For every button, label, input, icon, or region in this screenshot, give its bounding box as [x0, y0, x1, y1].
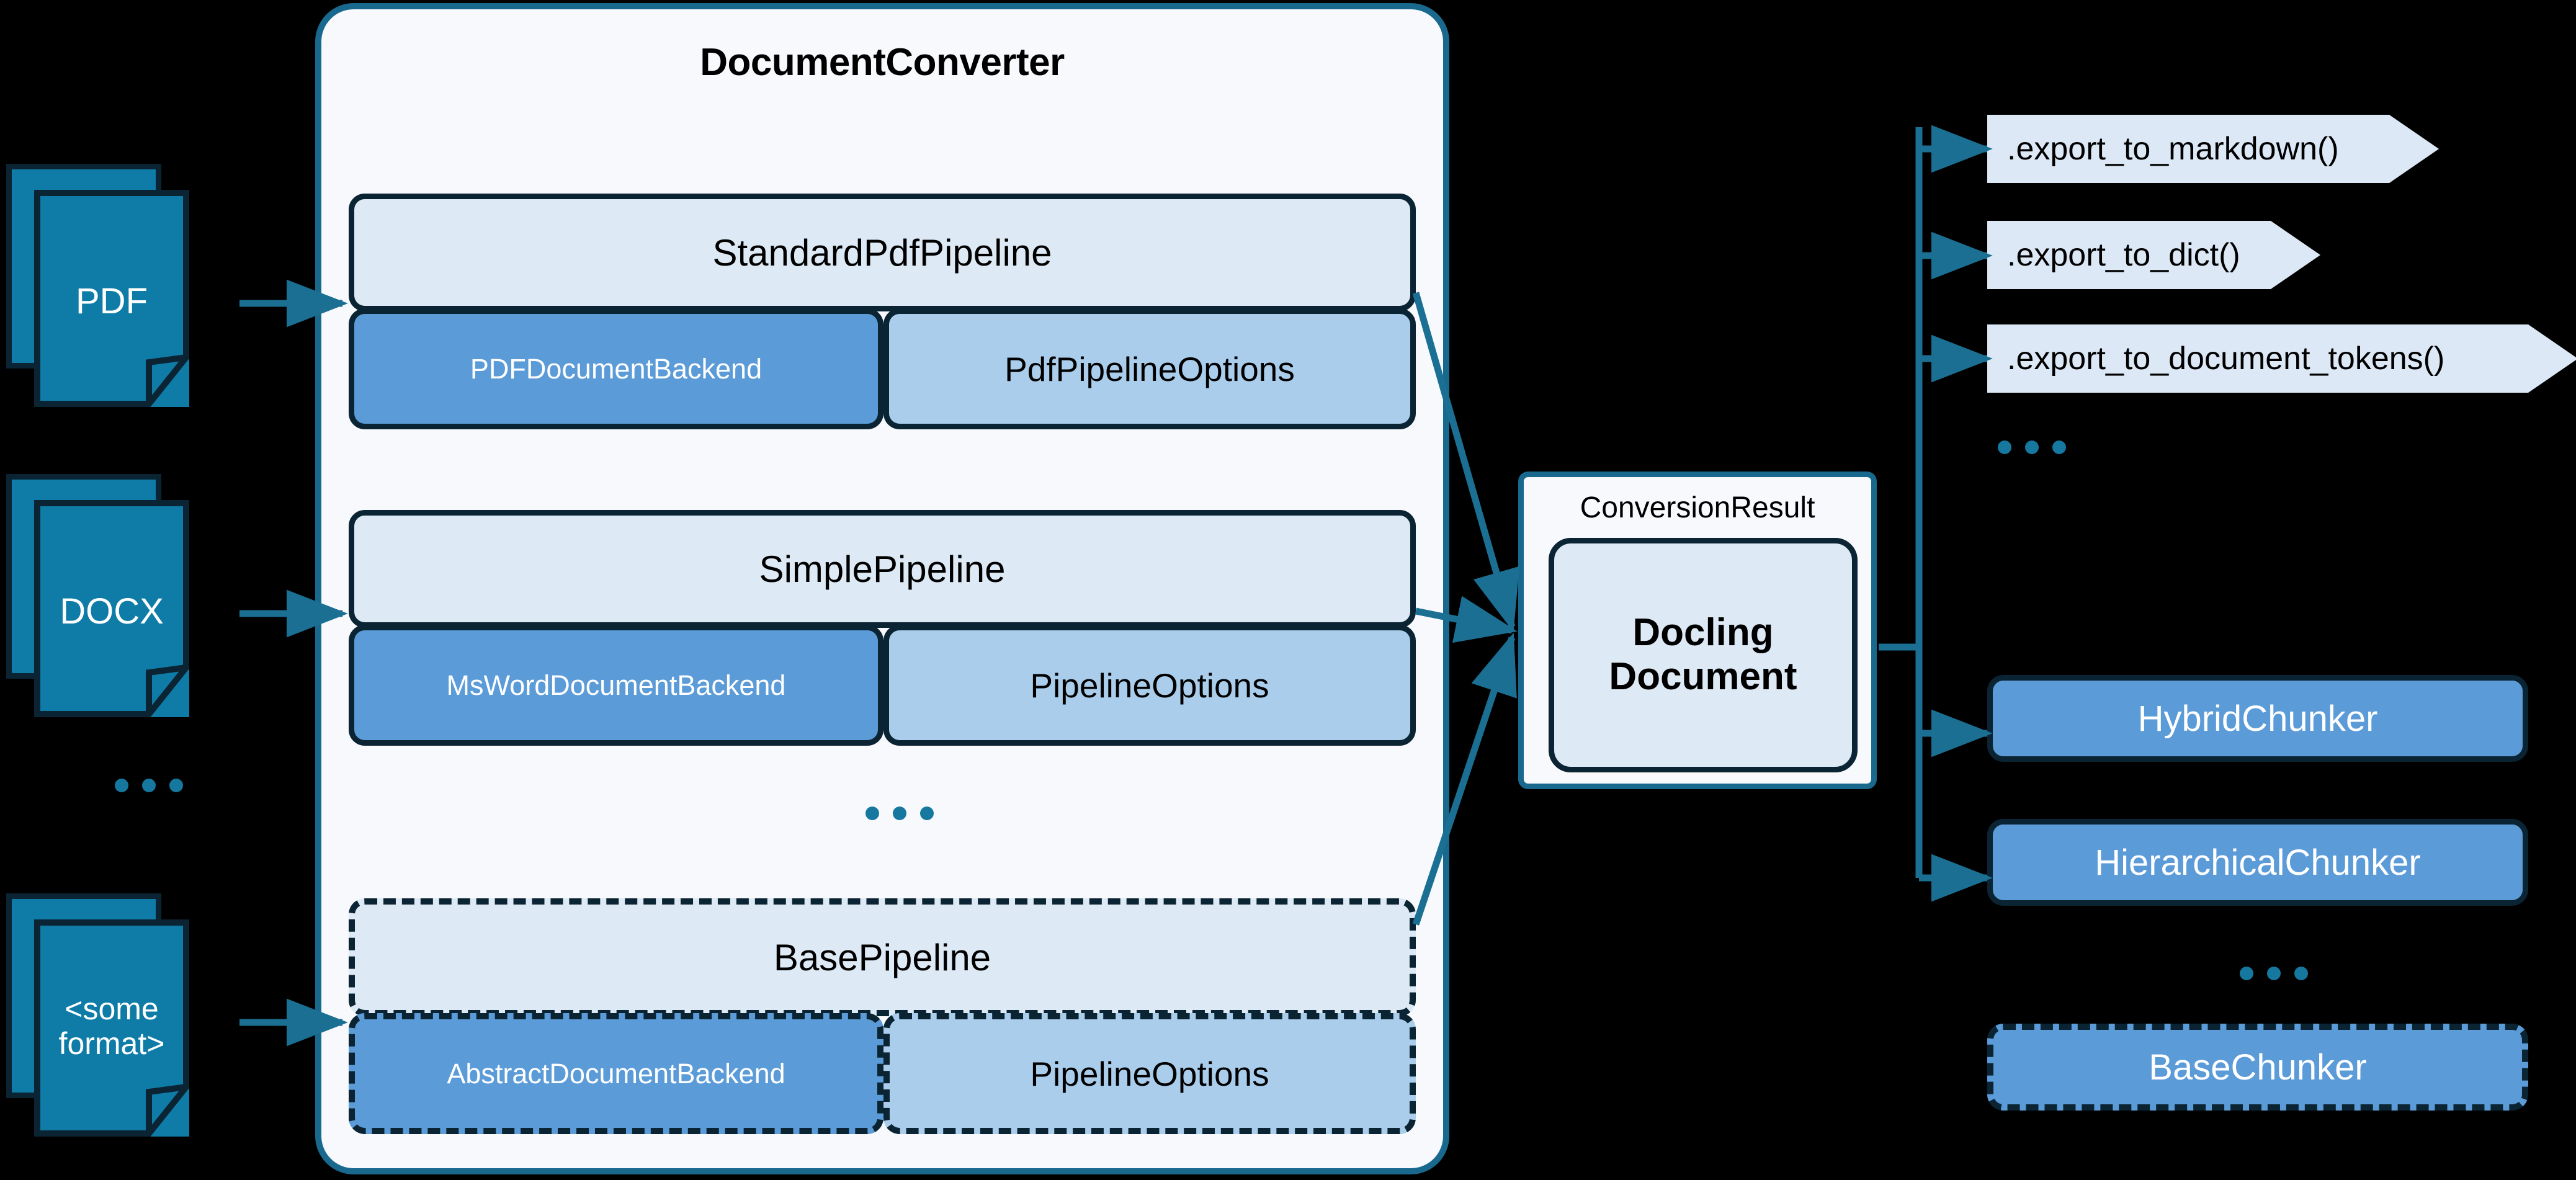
source-icon-pdf: PDF	[6, 164, 242, 412]
pipeline-simple: SimplePipeline MsWordDocumentBackend Pip…	[349, 510, 1416, 746]
source-icon-some-format: <some format>	[6, 893, 242, 1142]
conversion-result-label: ConversionResult	[1580, 491, 1815, 524]
export-to-markdown-chevron[interactable]: .export_to_markdown()	[1987, 115, 2439, 183]
some-format-label: <some format>	[58, 991, 165, 1061]
base-pipeline-members: AbstractDocumentBackend PipelineOptions	[349, 1013, 1416, 1134]
export-ellipsis	[1998, 440, 2066, 454]
base-chunker-box[interactable]: BaseChunker	[1987, 1024, 2528, 1111]
chunker-ellipsis	[2240, 967, 2308, 980]
pdf-document-backend[interactable]: PDFDocumentBackend	[349, 308, 883, 429]
conversion-result-box: ConversionResult Docling Document	[1518, 472, 1877, 789]
export-to-document-tokens-chevron[interactable]: .export_to_document_tokens()	[1987, 324, 2576, 393]
docling-document-box[interactable]: Docling Document	[1549, 538, 1858, 772]
pdf-label: PDF	[76, 281, 148, 321]
pdf-front-sheet	[34, 190, 189, 407]
docx-label: DOCX	[60, 591, 164, 632]
pdf-pipeline-options[interactable]: PdfPipelineOptions	[883, 308, 1416, 429]
base-pipeline-options[interactable]: PipelineOptions	[883, 1013, 1416, 1134]
page-title: DocumentConverter	[700, 41, 1065, 84]
source-icon-docx: DOCX	[6, 474, 242, 722]
abstract-document-backend[interactable]: AbstractDocumentBackend	[349, 1013, 883, 1134]
hybrid-chunker-box[interactable]: HybridChunker	[1987, 675, 2528, 762]
simple-pipeline-options[interactable]: PipelineOptions	[883, 625, 1416, 746]
standard-pdf-pipeline-members: PDFDocumentBackend PdfPipelineOptions	[349, 308, 1416, 429]
pipeline-base: BasePipeline AbstractDocumentBackend Pip…	[349, 898, 1416, 1134]
pipeline-standard-pdf: StandardPdfPipeline PDFDocumentBackend P…	[349, 194, 1416, 429]
format-front-sheet	[34, 919, 189, 1137]
hierarchical-chunker-box[interactable]: HierarchicalChunker	[1987, 819, 2528, 906]
msword-document-backend[interactable]: MsWordDocumentBackend	[349, 625, 883, 746]
pipeline-ellipsis	[865, 807, 934, 820]
standard-pdf-pipeline-header[interactable]: StandardPdfPipeline	[349, 194, 1416, 311]
base-pipeline-header[interactable]: BasePipeline	[349, 898, 1416, 1016]
export-to-dict-chevron[interactable]: .export_to_dict()	[1987, 221, 2320, 289]
source-ellipsis	[115, 779, 183, 792]
simple-pipeline-header[interactable]: SimplePipeline	[349, 510, 1416, 628]
docx-front-sheet	[34, 500, 189, 717]
simple-pipeline-members: MsWordDocumentBackend PipelineOptions	[349, 625, 1416, 746]
